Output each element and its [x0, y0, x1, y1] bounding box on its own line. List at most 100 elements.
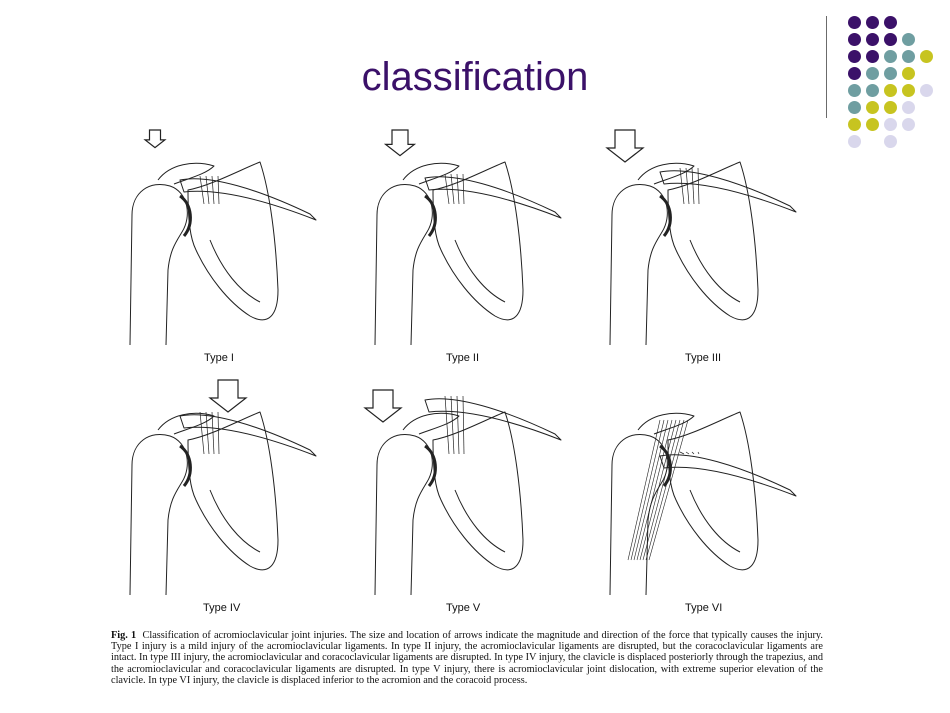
ligament-strand [217, 175, 220, 205]
humerus-shape [609, 184, 668, 346]
ligament-strand [679, 451, 685, 455]
decorative-dot [848, 33, 861, 46]
glenoid-cartilage [659, 194, 672, 237]
scapula-ridge [689, 239, 741, 303]
decorative-dot [902, 50, 915, 63]
divider-line [826, 16, 827, 118]
ligament-strand [444, 173, 450, 205]
line-art [129, 411, 317, 596]
ligament-strand [205, 175, 210, 205]
decorative-dot [848, 50, 861, 63]
scapula-ridge [454, 239, 506, 303]
acromion-shape [157, 412, 215, 435]
glenoid-cartilage [179, 444, 192, 487]
ligament-strand [691, 451, 695, 455]
clavicle-shape [424, 398, 562, 441]
decorative-dot [920, 84, 933, 97]
scapula-ridge [209, 489, 261, 553]
clavicle-shape [179, 414, 317, 457]
decorative-dot [866, 16, 879, 29]
panel-label-type-6: Type VI [685, 602, 723, 614]
decorative-dot [884, 33, 897, 46]
decorative-dot [866, 33, 879, 46]
ligament-strand [691, 167, 695, 205]
slide-title: classification [361, 55, 589, 99]
ligament-strand [211, 411, 215, 455]
caption-figure-number: Fig. 1 [111, 630, 137, 641]
ligament-strand [211, 175, 215, 205]
decorative-dot [848, 67, 861, 80]
muscle-strand [642, 419, 681, 561]
glenoid-cartilage [179, 194, 192, 237]
force-arrow-icon [208, 379, 248, 413]
line-art [609, 161, 797, 346]
panel-type-5 [355, 370, 585, 610]
muscle-strand [627, 419, 661, 561]
force-arrow-icon [605, 129, 645, 163]
ligament-strand [199, 175, 205, 205]
panel-label-type-2: Type II [446, 352, 480, 364]
acromion-shape [402, 162, 460, 185]
force-arrow-icon [383, 129, 417, 157]
acromion-shape [157, 162, 215, 185]
scapula-shape [667, 161, 759, 321]
humerus-shape [374, 184, 433, 346]
muscle-strand [645, 419, 685, 561]
panel-type-4 [110, 370, 340, 610]
decorative-dot [884, 67, 897, 80]
decorative-dot [902, 67, 915, 80]
decorative-dot [902, 84, 915, 97]
ligament-strand [199, 411, 205, 455]
ligament-strand [462, 173, 465, 205]
ligament-strand [697, 167, 700, 205]
ligament-strand [685, 451, 690, 455]
muscle-strand [636, 419, 673, 561]
clavicle-shape [659, 454, 797, 497]
panel-type-2 [355, 120, 585, 360]
decorative-dot [902, 101, 915, 114]
shoulder-illustration-type-1 [129, 129, 317, 346]
decorative-dot [884, 135, 897, 148]
decorative-dot [884, 84, 897, 97]
line-art [374, 161, 562, 346]
muscle-strand [630, 419, 665, 561]
scapula-shape [187, 411, 279, 571]
scapula-shape [187, 161, 279, 321]
scapula-ridge [454, 489, 506, 553]
decorative-dot [902, 33, 915, 46]
decorative-dot-grid [840, 8, 950, 158]
decorative-dot [866, 50, 879, 63]
decorative-dot [866, 67, 879, 80]
muscle-strand [648, 419, 689, 561]
clavicle-shape [424, 176, 562, 219]
humerus-shape [374, 434, 433, 596]
decorative-dot [884, 101, 897, 114]
ligament-strand [450, 173, 455, 205]
decorative-dot [866, 84, 879, 97]
shoulder-illustration-type-3 [605, 129, 797, 346]
ligament-strand [450, 395, 455, 455]
shoulder-illustration-type-5 [363, 389, 562, 596]
ligament-strand [456, 173, 460, 205]
panel-type-1 [110, 120, 340, 360]
shoulder-illustration-type-4 [129, 379, 317, 596]
muscle-strand [633, 419, 669, 561]
decorative-dot [848, 101, 861, 114]
force-arrow-icon [363, 389, 403, 423]
panel-label-type-5: Type V [446, 602, 481, 614]
caption-text: Classification of acromioclavicular join… [111, 630, 823, 686]
decorative-dot [848, 16, 861, 29]
decorative-dot [848, 135, 861, 148]
acromion-shape [402, 412, 460, 435]
panel-type-3 [590, 120, 820, 360]
figure-caption: Fig. 1 Classification of acromioclavicul… [111, 630, 823, 686]
scapula-shape [432, 161, 524, 321]
ligament-strand [679, 167, 685, 205]
ligament-strand [456, 395, 460, 455]
decorative-dot [920, 50, 933, 63]
decorative-dot [902, 118, 915, 131]
scapula-shape [432, 411, 524, 571]
ligament-strand [685, 167, 690, 205]
glenoid-cartilage [659, 444, 672, 487]
muscle-strand [639, 419, 677, 561]
